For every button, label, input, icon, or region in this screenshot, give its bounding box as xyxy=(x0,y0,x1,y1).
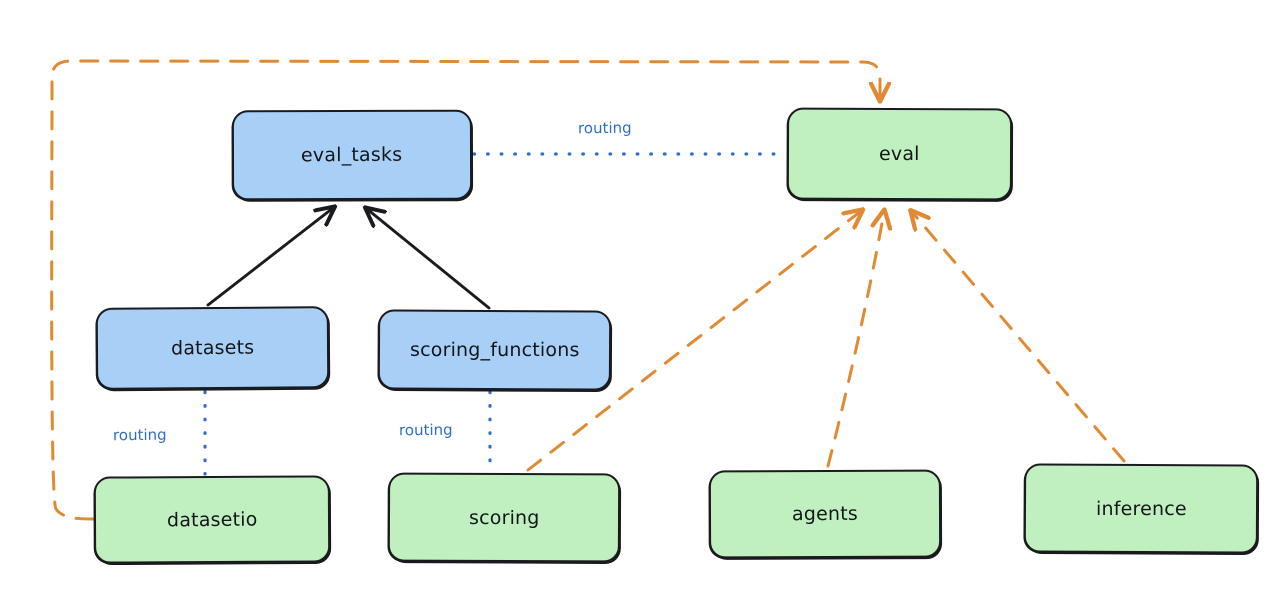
node-label: agents xyxy=(791,502,859,526)
node-label: eval xyxy=(879,142,920,166)
node-datasets[interactable]: datasets xyxy=(95,306,330,390)
node-agents[interactable]: agents xyxy=(708,469,942,559)
node-label: eval_tasks xyxy=(301,143,403,167)
edge-datasetio-to-eval xyxy=(50,59,880,521)
edge-label-routing-scoring-functions-scoring: routing xyxy=(398,420,453,440)
edge-label-routing-datasets-datasetio: routing xyxy=(112,425,167,445)
node-label: datasets xyxy=(170,336,255,360)
edge-label-routing-eval-tasks-eval: routing xyxy=(577,118,632,138)
edge-scoring-to-eval xyxy=(526,211,861,472)
edge-scoring_functions-to-eval_tasks xyxy=(367,209,491,310)
edge-agents-to-eval xyxy=(826,212,884,468)
node-scoring-functions[interactable]: scoring_functions xyxy=(377,309,612,391)
node-label: inference xyxy=(1095,497,1187,520)
node-inference[interactable]: inference xyxy=(1023,463,1259,554)
edge-datasets-to-eval_tasks xyxy=(206,208,333,307)
node-datasetio[interactable]: datasetio xyxy=(93,475,331,564)
node-eval[interactable]: eval xyxy=(786,107,1013,201)
edge-inference-to-eval xyxy=(912,212,1126,463)
node-eval-tasks[interactable]: eval_tasks xyxy=(231,109,473,201)
node-label: datasetio xyxy=(166,508,258,531)
node-label: scoring_functions xyxy=(409,338,580,362)
node-label: scoring xyxy=(468,506,540,529)
node-scoring[interactable]: scoring xyxy=(387,472,621,563)
